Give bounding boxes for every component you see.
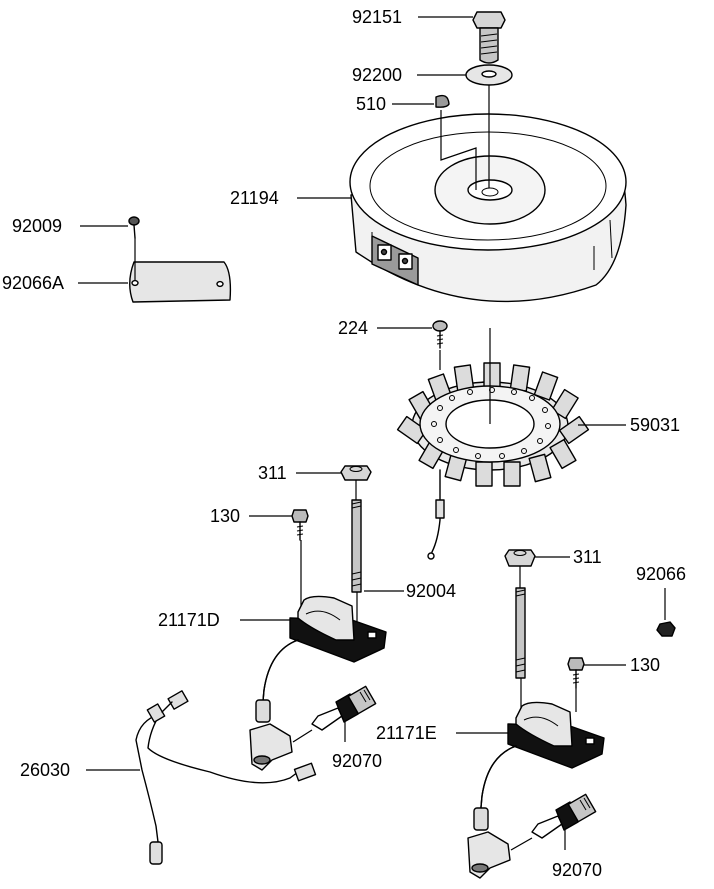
screw-92009 [128,216,140,239]
stator-59031 [396,362,590,560]
label-21171D: 21171D [158,610,220,630]
nut-311-left [340,465,372,481]
label-26030: 26030 [20,760,70,780]
stud-right [515,587,526,679]
label-21194: 21194 [230,188,279,208]
label-92009: 92009 [12,216,62,236]
label-92070-right: 92070 [552,860,602,880]
label-92066A: 92066A [2,273,64,293]
label-92066: 92066 [636,564,686,584]
stud-92004-left [351,499,362,593]
label-311-left: 311 [258,463,287,483]
label-130-left: 130 [210,506,240,526]
bolt-92151 [472,11,506,64]
harness-26030 [135,690,317,865]
label-92004: 92004 [406,581,456,601]
washer-92200 [465,64,513,86]
spark-plug-92070-left [311,685,377,731]
label-311-right: 311 [573,547,602,567]
label-92070-left: 92070 [332,751,382,771]
label-59031: 59031 [630,415,680,435]
nut-92066 [656,621,676,637]
flywheel-21194 [349,113,627,303]
flywheel-magnet [371,235,419,286]
ignition-coil-21171D [249,595,387,771]
label-21171E: 21171E [376,723,437,743]
label-130-right: 130 [630,655,660,675]
label-92151: 92151 [352,7,402,27]
ignition-coil-21171E [467,701,605,879]
nut-311-right [504,549,536,567]
bolt-130-left [291,509,309,541]
label-510: 510 [356,94,386,114]
plate-92066A [129,261,232,303]
label-224: 224 [338,318,368,338]
screw-224 [432,320,448,349]
label-92200: 92200 [352,65,402,85]
spark-plug-92070-right [531,793,597,839]
key-510 [435,94,450,108]
bolt-130-right [567,657,585,689]
